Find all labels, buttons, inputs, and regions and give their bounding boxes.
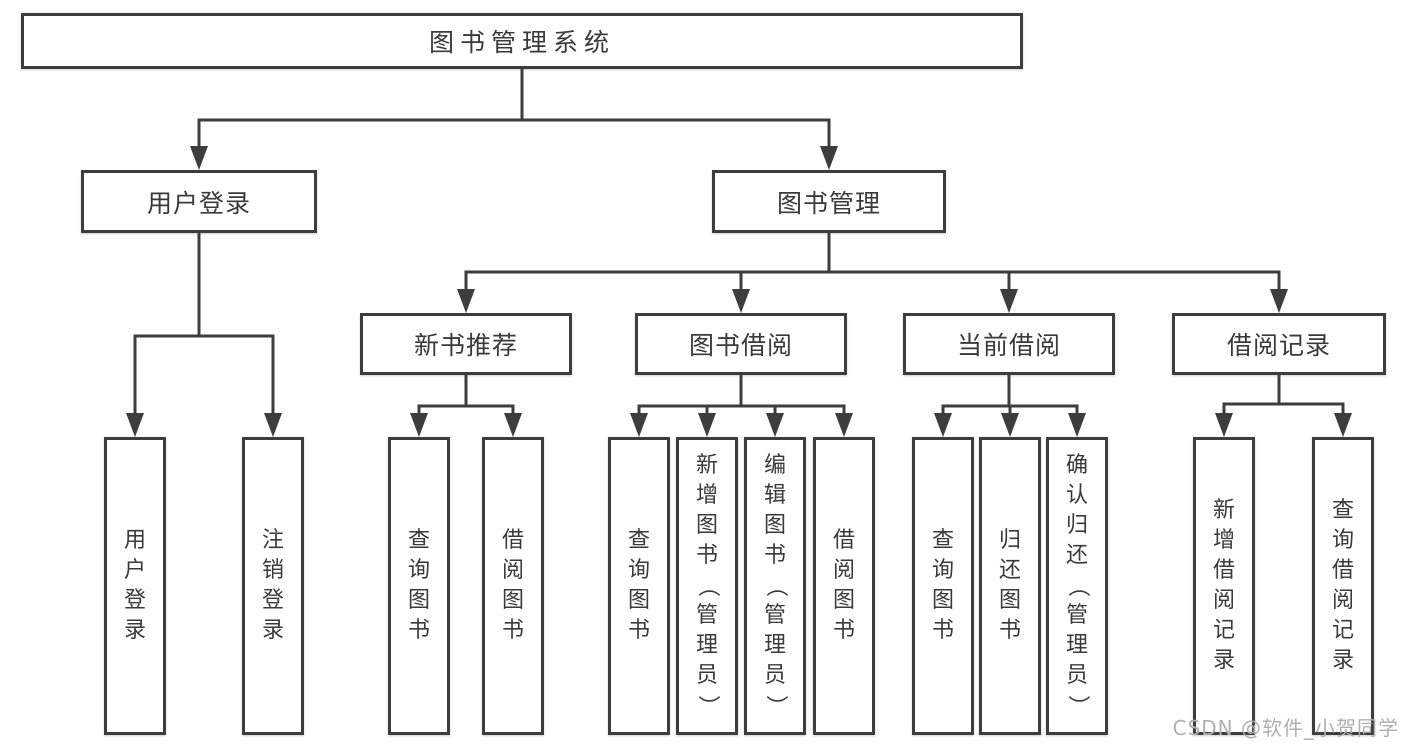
arrowhead-icons [126, 146, 1352, 437]
node-book-borrowing: 图书借阅 [635, 313, 847, 375]
node-label: 用户登录 [146, 188, 251, 218]
leaf-borrow-books-recommend: 借阅图书 [482, 437, 544, 735]
node-borrowing-records: 借阅记录 [1172, 313, 1386, 375]
csdn-watermark: CSDN @软件_小贺同学 [1172, 716, 1399, 740]
node-book-management: 图书管理 [712, 170, 946, 233]
node-library-management-system: 图书管理系统 [21, 13, 1023, 69]
node-new-book-recommendation: 新书推荐 [360, 313, 572, 375]
leaf-add-borrow-record: 新增借阅记录 [1193, 437, 1255, 735]
node-label: 图书借阅 [688, 331, 793, 360]
node-label: 图书管理系统 [428, 28, 615, 57]
node-label: 图书管理 [776, 188, 881, 218]
node-current-borrowing: 当前借阅 [903, 313, 1115, 375]
node-label: 借阅记录 [1226, 331, 1331, 360]
leaf-query-books-current: 查询图书 [912, 437, 974, 735]
leaf-query-borrow-record: 查询借阅记录 [1312, 437, 1374, 735]
leaf-edit-books-admin: 编辑图书（管理员） [744, 437, 806, 735]
leaf-query-books-borrow: 查询图书 [608, 437, 670, 735]
leaf-add-books-admin: 新增图书（管理员） [676, 437, 738, 735]
leaf-confirm-return-admin: 确认归还（管理员） [1046, 437, 1108, 735]
leaf-query-books-recommend: 查询图书 [388, 437, 450, 735]
node-label: 新书推荐 [413, 331, 518, 360]
node-label: 当前借阅 [956, 331, 1061, 360]
leaf-borrow-books-borrow: 借阅图书 [813, 437, 875, 735]
node-user-login: 用户登录 [81, 170, 317, 233]
leaf-logout-login: 注销登录 [242, 437, 304, 735]
leaf-return-books: 归还图书 [979, 437, 1041, 735]
leaf-user-login: 用户登录 [104, 437, 166, 735]
